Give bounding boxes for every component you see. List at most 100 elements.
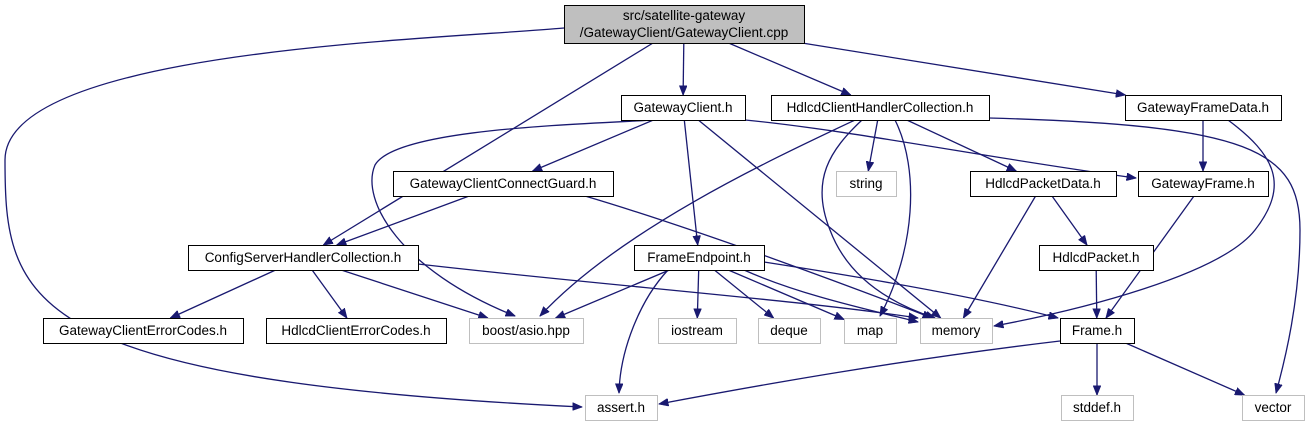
node-label: stddef.h [1073,400,1121,415]
node-deque: deque [758,318,821,344]
node-label: deque [770,323,808,338]
node-box [634,245,765,271]
node-label: FrameEndpoint.h [647,250,751,265]
node-label: boost/asio.hpp [482,323,570,338]
edge-root-to-assert-h [4,27,582,407]
node-root[interactable]: src/satellite-gateway/GatewayClient/Gate… [564,5,805,44]
edge-hdlcd-packet-h-to-frame-h [1096,269,1097,318]
node-box [1125,95,1282,121]
node-gateway-client-h[interactable]: GatewayClient.h [621,95,746,121]
node-hdlcd-client-error-codes-h[interactable]: HdlcdClientErrorCodes.h [266,318,447,344]
edge-hdlcd-client-handler-collection-h-to-hdlcd-packet-data-h [906,119,1016,172]
node-label: GatewayClientErrorCodes.h [59,323,227,338]
node-label: ConfigServerHandlerCollection.h [205,250,402,265]
node-label: /GatewayClient/GatewayClient.cpp [580,25,789,40]
node-box [621,95,746,121]
node-box [658,318,737,344]
nodes-layer: src/satellite-gateway/GatewayClient/Gate… [43,5,1305,421]
edge-gateway-client-connect-guard-h-to-config-server-handler-collection-h [337,195,470,245]
edges-layer [4,27,1301,407]
node-box [469,318,584,344]
node-config-server-handler-collection-h[interactable]: ConfigServerHandlerCollection.h [188,245,419,271]
node-label: assert.h [597,400,645,415]
node-box [188,245,419,271]
edge-root-to-config-server-handler-collection-h [323,42,654,245]
node-stddef-h: stddef.h [1061,395,1134,421]
edge-gateway-client-h-to-frame-endpoint-h [683,119,697,245]
edge-hdlcd-client-handler-collection-h-to-boost-asio-hpp [540,119,856,316]
edge-hdlcd-client-handler-collection-h-to-string [868,119,879,171]
node-label: GatewayFrame.h [1151,176,1255,191]
node-box [758,318,821,344]
edge-config-server-handler-collection-h-to-gateway-client-error-codes-h [170,269,276,319]
edge-root-to-gateway-client-h [683,42,684,95]
node-frame-endpoint-h[interactable]: FrameEndpoint.h [634,245,765,271]
edge-frame-endpoint-h-to-iostream [697,269,698,318]
node-label: GatewayClientConnectGuard.h [410,176,597,191]
edge-frame-endpoint-h-to-boost-asio-hpp [556,269,670,319]
node-label: src/satellite-gateway [623,8,746,23]
node-box [844,318,897,344]
edge-hdlcd-packet-data-h-to-memory [963,195,1037,318]
node-hdlcd-client-handler-collection-h[interactable]: HdlcdClientHandlerCollection.h [771,95,990,121]
node-label: HdlcdClientErrorCodes.h [281,323,430,338]
edge-gateway-client-h-to-memory [697,119,940,318]
node-gateway-frame-data-h[interactable]: GatewayFrameData.h [1125,95,1282,121]
node-label: HdlcdClientHandlerCollection.h [787,100,974,115]
edge-config-server-handler-collection-h-to-memory [417,263,918,318]
node-iostream: iostream [658,318,737,344]
edge-gateway-client-connect-guard-h-to-memory [584,195,932,319]
node-map: map [844,318,897,344]
node-box [970,171,1117,197]
edge-frame-endpoint-h-to-assert-h [619,269,669,393]
node-label: string [849,176,882,191]
edge-frame-endpoint-h-to-deque [713,269,773,318]
node-box [1242,395,1305,421]
edge-frame-endpoint-h-to-map [728,269,844,320]
node-hdlcd-packet-h[interactable]: HdlcdPacket.h [1039,245,1154,271]
node-box [564,5,805,44]
edge-root-to-hdlcd-client-handler-collection-h [728,42,851,96]
node-label: HdlcdPacketData.h [985,176,1101,191]
node-gateway-frame-h[interactable]: GatewayFrame.h [1138,171,1269,197]
node-label: map [857,323,883,338]
node-box [1039,245,1154,271]
node-box [771,95,990,121]
node-label: iostream [671,323,723,338]
node-vector: vector [1242,395,1305,421]
node-hdlcd-packet-data-h[interactable]: HdlcdPacketData.h [970,171,1117,197]
node-assert-h: assert.h [585,395,658,421]
edge-gateway-client-h-to-boost-asio-hpp [371,119,656,317]
edge-gateway-client-h-to-gateway-client-connect-guard-h [533,119,654,172]
node-label: Frame.h [1072,323,1122,338]
node-box [1138,171,1269,197]
node-label: vector [1255,400,1292,415]
edge-root-to-gateway-frame-data-h [801,42,1125,95]
node-frame-h[interactable]: Frame.h [1060,318,1135,344]
edge-frame-endpoint-h-to-memory [743,269,918,322]
node-box [836,171,897,197]
node-box [393,171,614,197]
node-gateway-client-connect-guard-h[interactable]: GatewayClientConnectGuard.h [393,171,614,197]
node-box [266,318,447,344]
edge-config-server-handler-collection-h-to-boost-asio-hpp [340,269,488,318]
node-box [43,318,244,344]
node-box [1061,395,1134,421]
node-label: memory [932,323,981,338]
node-memory: memory [920,318,993,344]
edge-hdlcd-client-handler-collection-h-to-vector [988,117,1301,393]
node-box [585,395,658,421]
edge-hdlcd-packet-data-h-to-hdlcd-packet-h [1051,195,1087,245]
node-box [1060,318,1135,344]
edge-hdlcd-client-handler-collection-h-to-memory [821,119,935,318]
node-label: GatewayFrameData.h [1137,100,1269,115]
node-box [920,318,993,344]
node-string: string [836,171,897,197]
node-label: HdlcdPacket.h [1052,250,1139,265]
edge-frame-h-to-vector [1125,342,1245,396]
edge-frame-endpoint-h-to-frame-h [763,261,1058,318]
node-gateway-client-error-codes-h[interactable]: GatewayClientErrorCodes.h [43,318,244,344]
edge-gateway-frame-data-h-to-memory [994,119,1275,326]
edge-frame-h-to-assert-h [659,340,1061,404]
